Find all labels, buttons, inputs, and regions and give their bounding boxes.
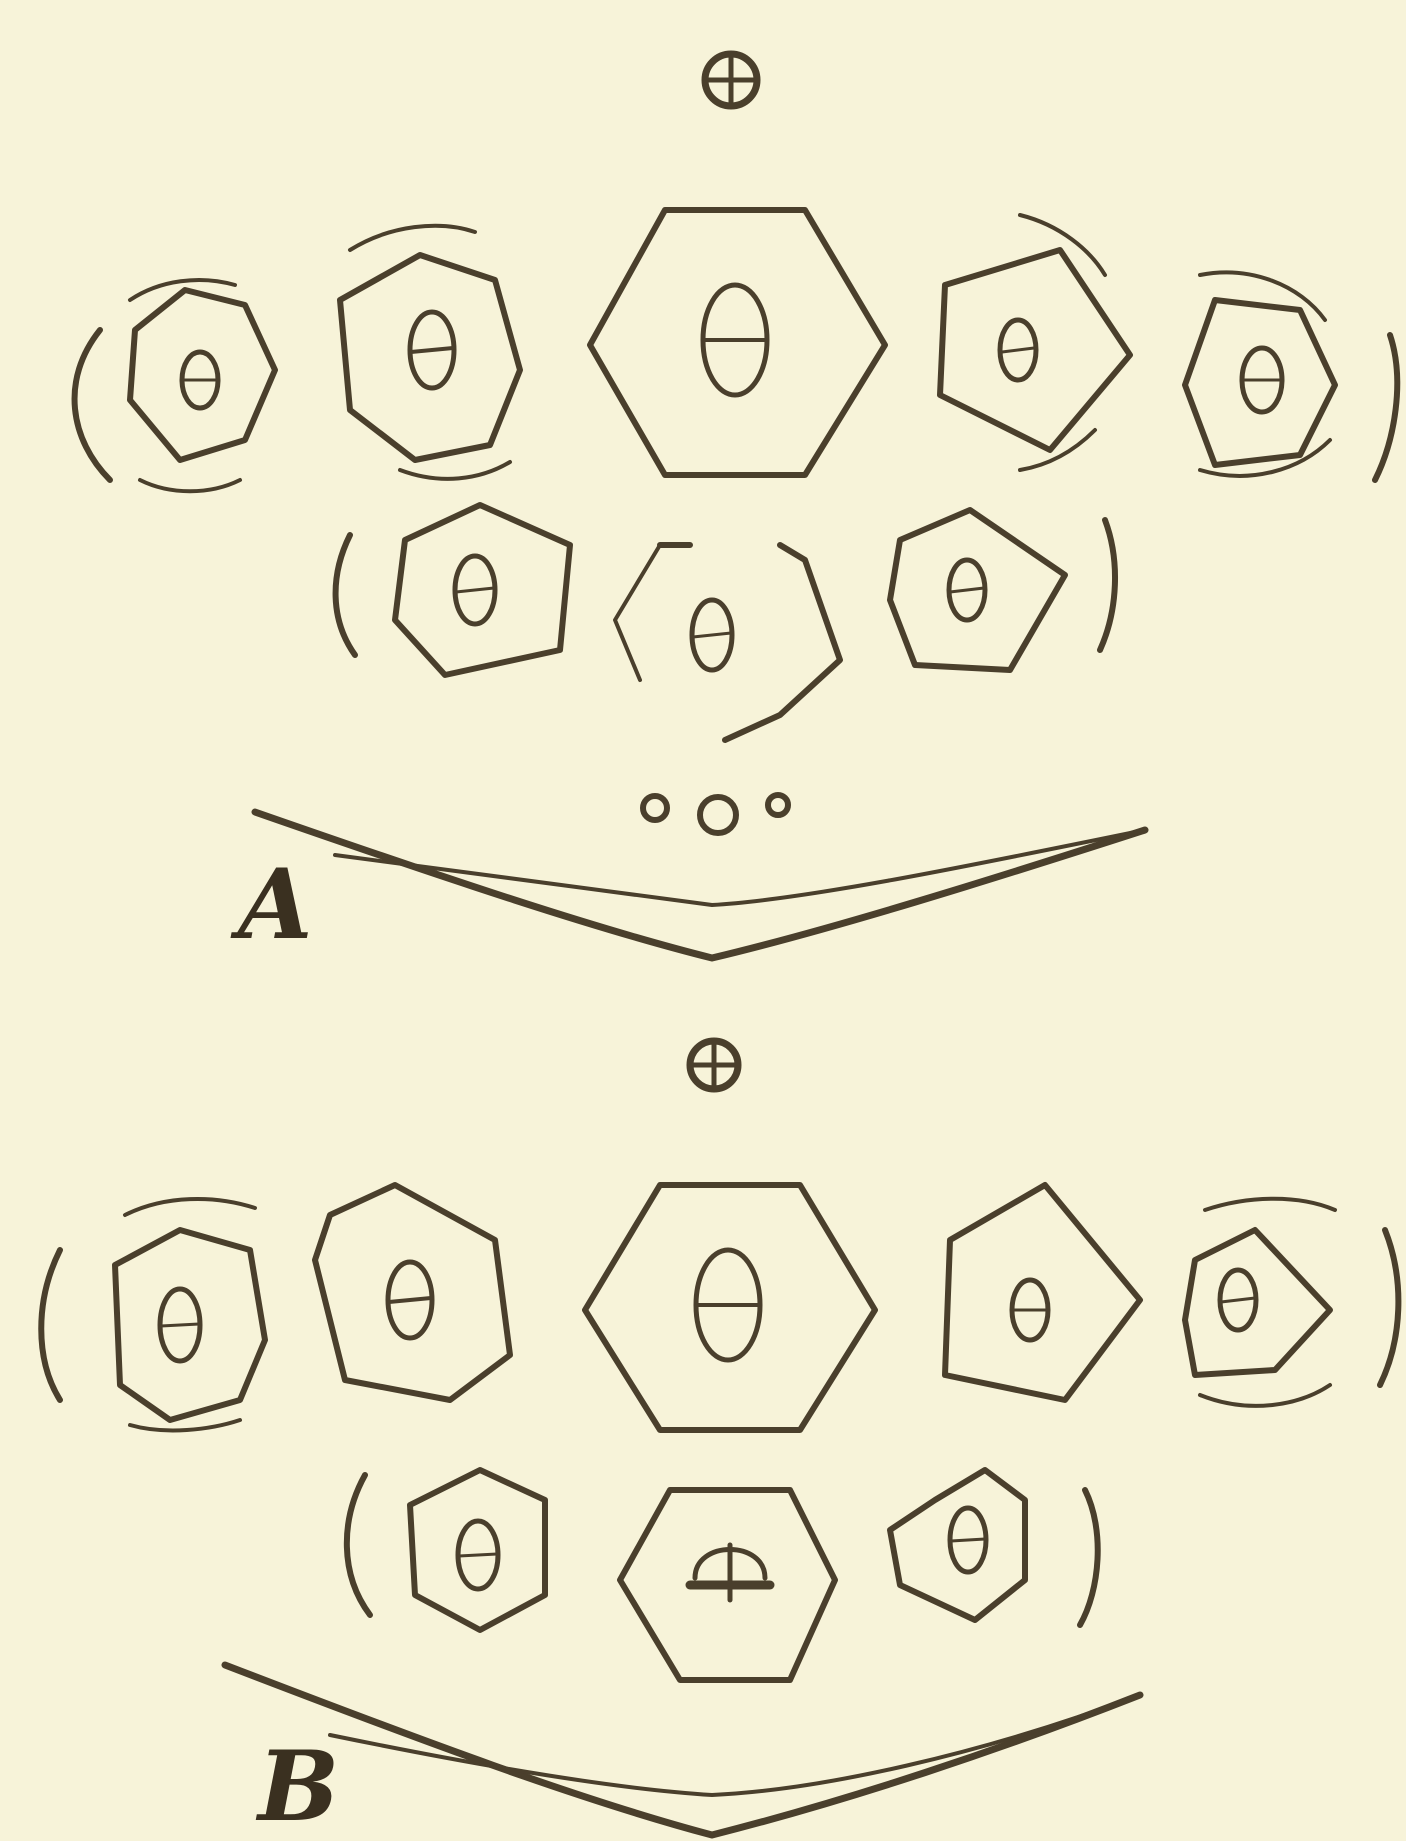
bract-a	[255, 812, 1145, 958]
gland-outer-b-4	[945, 1185, 1140, 1400]
gland-inner-b-1	[410, 1470, 545, 1630]
panel-label-a: A	[230, 848, 312, 961]
gland-outer-a-1	[75, 280, 275, 491]
inner-whorl-a	[336, 505, 1115, 740]
gland-outer-a-5	[1185, 272, 1397, 480]
axis-symbol-a	[705, 54, 757, 106]
ovule-circles-a	[643, 795, 788, 833]
gland-inner-a-3	[890, 510, 1065, 670]
gland-inner-b-3	[890, 1470, 1025, 1620]
bract-b	[225, 1665, 1140, 1835]
gland-outer-a-4	[940, 215, 1130, 470]
gland-outer-a-2	[340, 226, 520, 479]
inner-whorl-b	[347, 1470, 1098, 1680]
gland-outer-b-2	[315, 1185, 510, 1400]
gland-inner-b-2	[620, 1490, 835, 1680]
outer-whorl-a	[75, 210, 1398, 491]
gland-inner-a-2	[615, 545, 840, 740]
gland-outer-b-1	[115, 1199, 265, 1430]
gland-inner-a-1	[395, 505, 570, 675]
gland-outer-b-5	[1185, 1199, 1335, 1406]
outer-whorl-b	[41, 1185, 1398, 1430]
diagram-panel-b: B	[41, 1041, 1398, 1841]
diagram-panel-a: A	[75, 54, 1398, 961]
axis-symbol-b	[690, 1041, 738, 1089]
gland-outer-b-3	[585, 1185, 875, 1430]
gland-outer-a-3	[590, 210, 885, 475]
panel-label-b: B	[255, 1730, 339, 1841]
